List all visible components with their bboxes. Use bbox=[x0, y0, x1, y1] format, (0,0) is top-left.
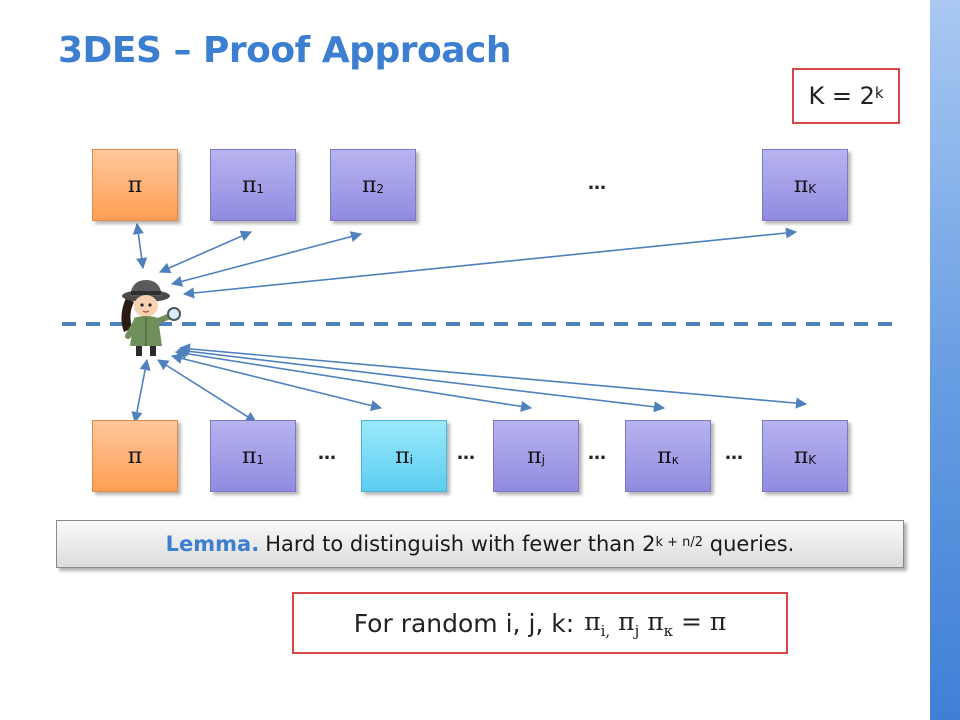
random-text: For random i, j, k: bbox=[353, 608, 575, 638]
perm-sub: 1 bbox=[256, 453, 265, 467]
formula-pi: π bbox=[618, 606, 635, 636]
arrow-top-pi bbox=[132, 222, 148, 270]
perm-sub: K bbox=[808, 182, 817, 196]
lemma-lead: Lemma. bbox=[165, 532, 260, 556]
perm-sub: j bbox=[541, 453, 545, 467]
perm-sub: 2 bbox=[376, 182, 385, 196]
ellipsis-bottom-3: … bbox=[588, 443, 606, 464]
perm-symbol: π bbox=[361, 172, 377, 198]
key-space-text: K = 2 bbox=[808, 82, 875, 110]
perm-box-bottom-pi: π bbox=[92, 420, 178, 492]
perm-symbol: π bbox=[127, 172, 143, 198]
perm-sub: κ bbox=[671, 453, 679, 467]
lemma-text: Hard to distinguish with fewer than 2 bbox=[265, 532, 656, 556]
perm-symbol: π bbox=[527, 443, 542, 469]
arrow-bottom-pij bbox=[174, 348, 533, 412]
key-space-exponent: k bbox=[874, 84, 884, 102]
ellipsis-bottom-1: … bbox=[318, 443, 336, 464]
lemma-exponent: k + n/2 bbox=[655, 534, 704, 550]
formula-pi: π bbox=[647, 606, 664, 636]
perm-symbol: π bbox=[241, 172, 257, 198]
lemma-banner: Lemma. Hard to distinguish with fewer th… bbox=[56, 520, 904, 568]
formula-pi: π bbox=[584, 606, 601, 636]
arrow-bottom-pi bbox=[131, 358, 151, 424]
formula-sub-j: j bbox=[634, 621, 640, 640]
perm-sub: i bbox=[409, 453, 413, 467]
slide-title: 3DES – Proof Approach bbox=[58, 30, 511, 71]
ellipsis-top: … bbox=[588, 173, 606, 194]
lemma-tail: queries. bbox=[703, 532, 795, 556]
formula-sub-i: i, bbox=[600, 621, 611, 640]
perm-box-top-pi: π bbox=[92, 149, 178, 221]
perm-sub: K bbox=[808, 453, 817, 467]
arrow-bottom-piK bbox=[178, 343, 808, 409]
detective-icon bbox=[121, 280, 181, 356]
arrow-bottom-pikappa bbox=[176, 345, 666, 413]
arrow-top-piK bbox=[182, 227, 798, 299]
perm-symbol: π bbox=[793, 443, 809, 469]
arrow-bottom-pi1 bbox=[157, 359, 257, 423]
ellipsis-bottom-2: … bbox=[457, 443, 475, 464]
formula-equals: = π bbox=[673, 606, 727, 636]
random-formula: πi, πj πκ = π bbox=[584, 607, 726, 640]
side-accent-bar bbox=[930, 0, 960, 720]
perm-symbol: π bbox=[127, 443, 143, 469]
perm-symbol: π bbox=[793, 172, 809, 198]
random-composition-box: For random i, j, k: πi, πj πκ = π bbox=[292, 592, 788, 654]
perm-symbol: π bbox=[395, 443, 410, 469]
perm-sub: 1 bbox=[256, 182, 265, 196]
formula-sub-k: κ bbox=[663, 621, 674, 640]
ellipsis-bottom-4: … bbox=[725, 443, 743, 464]
arrow-top-pi2 bbox=[170, 231, 363, 287]
perm-symbol: π bbox=[657, 443, 672, 469]
perm-symbol: π bbox=[241, 443, 257, 469]
